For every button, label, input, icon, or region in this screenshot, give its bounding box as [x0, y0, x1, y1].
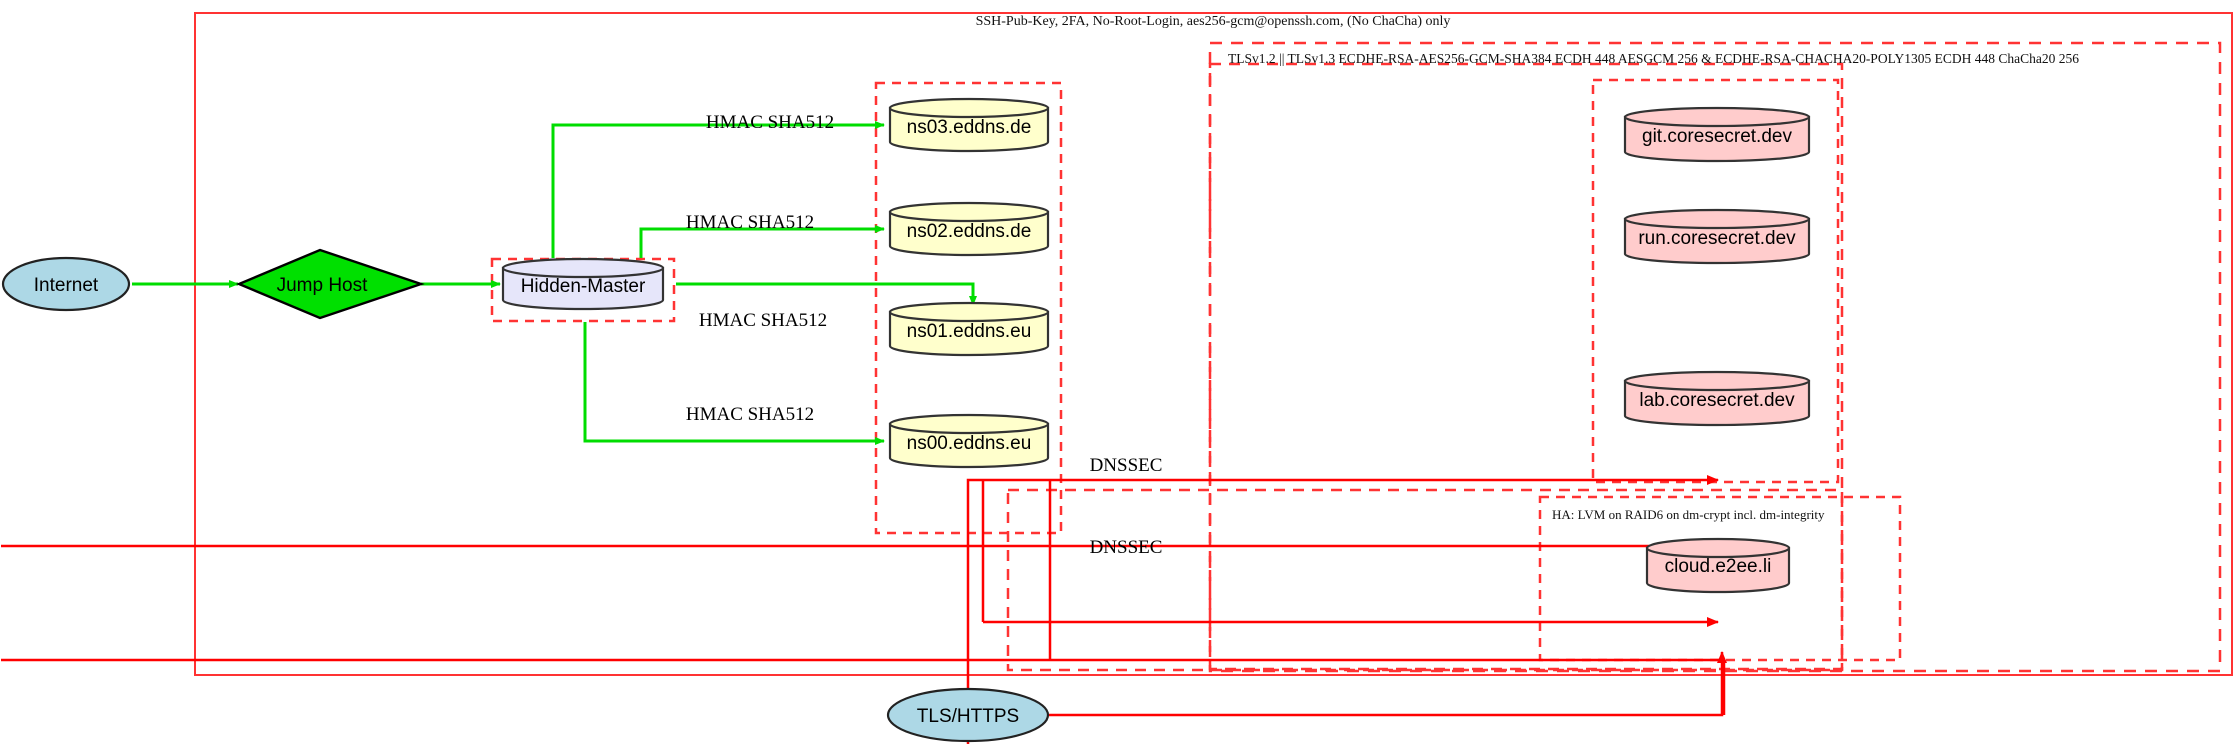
node-cloud-e2ee[interactable]: cloud.e2ee.li	[1645, 537, 1791, 594]
zone-ssh-outer	[194, 12, 2233, 676]
zone-ha	[1538, 495, 1902, 662]
node-hidden-master-label: Hidden-Master	[521, 276, 646, 297]
zone-dnssec-lower	[1006, 488, 1844, 672]
node-internet[interactable]: Internet	[1, 256, 131, 312]
tls-edges	[1, 475, 1727, 744]
node-internet-label: Internet	[34, 275, 99, 296]
node-hidden-master[interactable]: Hidden-Master	[501, 257, 665, 311]
node-run-coresecret[interactable]: run.coresecret.dev	[1623, 208, 1811, 265]
edge-master-ns01	[676, 282, 977, 306]
node-ns02[interactable]: ns02.eddns.de	[888, 201, 1050, 257]
zone-ssh-label: SSH-Pub-Key, 2FA, No-Root-Login, aes256-…	[976, 14, 1451, 29]
node-ns00-label: ns00.eddns.eu	[907, 433, 1032, 454]
node-cloud-label: cloud.e2ee.li	[1665, 556, 1772, 577]
zone-dnssec-upper	[1208, 62, 1844, 671]
zone-hidden-master	[490, 257, 676, 323]
node-ns02-label: ns02.eddns.de	[907, 221, 1032, 242]
edge-bottom-rail	[1, 658, 1726, 715]
node-lab-coresecret[interactable]: lab.coresecret.dev	[1623, 370, 1811, 427]
edge-label-dnssec-lower: DNSSEC	[1090, 537, 1163, 558]
node-git-label: git.coresecret.dev	[1642, 126, 1792, 147]
node-ns01-label: ns01.eddns.eu	[907, 321, 1032, 342]
node-tls-https-label: TLS/HTTPS	[917, 706, 1019, 727]
node-jump-host[interactable]: Jump Host	[235, 248, 425, 320]
edge-tls-lower-riser	[1049, 651, 1727, 717]
edge-label-hmac-ns01: HMAC SHA512	[699, 310, 827, 331]
node-lab-label: lab.coresecret.dev	[1639, 390, 1795, 411]
edge-master-ns02	[639, 225, 885, 258]
edge-dnssec-upper-arrow	[966, 475, 1719, 715]
node-tls-https[interactable]: TLS/HTTPS	[886, 687, 1050, 743]
node-ns03-label: ns03.eddns.de	[907, 117, 1032, 138]
node-jump-host-label: Jump Host	[277, 275, 369, 296]
zone-ha-label: HA: LVM on RAID6 on dm-crypt incl. dm-in…	[1552, 507, 1825, 522]
zone-tls-label: TLSv1.2 || TLSv1.3 ECDHE-RSA-AES256-GCM-…	[1228, 51, 2079, 66]
node-ns03[interactable]: ns03.eddns.de	[888, 97, 1050, 153]
node-run-label: run.coresecret.dev	[1638, 228, 1796, 249]
edge-master-ns03	[551, 121, 885, 258]
node-git-coresecret[interactable]: git.coresecret.dev	[1623, 106, 1811, 163]
node-ns00[interactable]: ns00.eddns.eu	[888, 413, 1050, 469]
edge-label-hmac-ns02: HMAC SHA512	[686, 212, 814, 233]
node-ns01[interactable]: ns01.eddns.eu	[888, 301, 1050, 357]
edge-label-dnssec-upper: DNSSEC	[1090, 455, 1163, 476]
edge-label-hmac-ns00: HMAC SHA512	[686, 404, 814, 425]
edge-label-hmac-ns03: HMAC SHA512	[706, 112, 834, 133]
ssh-edges	[132, 121, 977, 445]
edge-master-ns00	[583, 322, 885, 445]
